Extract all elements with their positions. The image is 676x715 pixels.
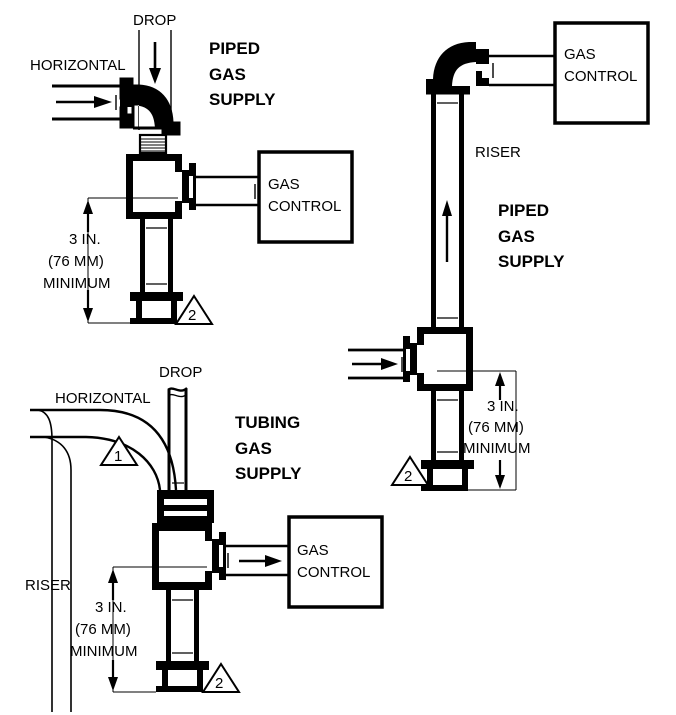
diagram-piped-gas-supply-riser: PIPED GAS SUPPLY GAS CONTROL (348, 21, 650, 491)
tubing-dimension-arrow-up (108, 569, 118, 600)
tubing-callout-triangle-2-number: 2 (215, 675, 223, 692)
tubing-heading-line-2: GAS (235, 439, 272, 458)
riser-vertical-pipe (431, 93, 464, 327)
clearance-dimension: 3 IN. (76 MM) MINIMUM (43, 198, 130, 324)
horizontal-label: HORIZONTAL (30, 57, 126, 74)
tubing-riser-outer-leg (30, 409, 53, 712)
tubing-drop-pipe (167, 387, 188, 490)
tubing-tee-fitting (113, 523, 226, 590)
gas-control-label-line-1: GAS (268, 176, 300, 193)
riser-flow-arrow (442, 200, 452, 262)
riser-dimension-line-2: (76 MM) (468, 419, 524, 436)
drop-flow-arrow (149, 42, 161, 84)
tubing-drip-leg-pipe (166, 590, 199, 661)
tee-fitting (88, 154, 196, 219)
riser-gas-control-label-line-1: GAS (564, 46, 596, 63)
riser-drip-leg-pipe (431, 391, 464, 460)
riser-callout-triangle-2-number: 2 (404, 468, 412, 485)
drop-leg-pipe (140, 219, 173, 293)
drip-leg-cap (130, 292, 183, 324)
riser-clearance-dimension: 3 IN. (76 MM) MINIMUM (463, 371, 531, 491)
riser-label: RISER (475, 144, 521, 161)
dimension-arrow-up (83, 200, 93, 232)
diagram-piped-gas-supply-drop: PIPED GAS SUPPLY DROP HORIZONTAL (30, 12, 354, 325)
tubing-callout-triangle-1: 1 (99, 435, 139, 466)
tubing-dimension-line-1: 3 IN. (95, 599, 127, 616)
riser-drip-leg-cap (421, 460, 474, 491)
gas-control-label-line-2: CONTROL (268, 198, 341, 215)
dimension-arrow-down (83, 290, 93, 322)
heading-line-3: SUPPLY (209, 90, 276, 109)
riser-heading-line-1: PIPED (498, 201, 549, 220)
tubing-callout-triangle-2: 2 (201, 662, 241, 693)
tubing-clearance-dimension: 3 IN. (76 MM) MINIMUM (70, 567, 156, 693)
riser-callout-triangle-2: 2 (390, 455, 430, 486)
riser-dimension-arrow-up (495, 372, 505, 400)
dimension-line-3: MINIMUM (43, 275, 111, 292)
inlet-flow-arrow (56, 96, 112, 108)
tubing-inner-bend (30, 435, 162, 491)
tubing-riser-inner-leg (30, 436, 72, 712)
tubing-drip-leg-cap (156, 661, 209, 692)
riser-dimension-arrow-down (495, 460, 505, 489)
tubing-horizontal-label: HORIZONTAL (55, 390, 151, 407)
dimension-line-1: 3 IN. (69, 231, 101, 248)
riser-heading-line-3: SUPPLY (498, 252, 565, 271)
tubing-callout-triangle-1-number: 1 (114, 448, 122, 465)
riser-inlet-flow-arrow (352, 358, 398, 370)
tubing-dimension-line-3: MINIMUM (70, 643, 138, 660)
riser-gas-control-label-line-2: CONTROL (564, 68, 637, 85)
tubing-heading-line-1: TUBING (235, 413, 300, 432)
riser-gas-control-box: GAS CONTROL (553, 21, 650, 125)
callout-triangle-2-number: 2 (188, 307, 196, 324)
tubing-union-fitting (157, 490, 214, 523)
threaded-nipple (138, 133, 168, 155)
drop-label: DROP (133, 12, 176, 29)
dimension-line-2: (76 MM) (48, 253, 104, 270)
elbow-fitting (119, 77, 181, 136)
callout-triangle-2: 2 (174, 294, 214, 325)
tubing-gas-control-label-line-2: CONTROL (297, 564, 370, 581)
heading-line-1: PIPED (209, 39, 260, 58)
tubing-heading-line-3: SUPPLY (235, 464, 302, 483)
tubing-outer-bend (30, 408, 178, 491)
riser-heading-line-2: GAS (498, 227, 535, 246)
riser-tee-fitting (403, 327, 516, 391)
tubing-branch-flow-arrow (239, 555, 282, 567)
gas-control-box: GAS CONTROL (257, 150, 354, 244)
tubing-dimension-line-2: (76 MM) (75, 621, 131, 638)
riser-dimension-line-3: MINIMUM (463, 440, 531, 457)
tubing-gas-control-box: GAS CONTROL (287, 515, 384, 609)
heading-line-2: GAS (209, 65, 246, 84)
tubing-riser-label: RISER (25, 577, 71, 594)
tubing-drop-label: DROP (159, 364, 202, 381)
riser-dimension-line-1: 3 IN. (487, 398, 519, 415)
tubing-gas-control-label-line-1: GAS (297, 542, 329, 559)
tubing-dimension-arrow-down (108, 660, 118, 691)
diagram-tubing-gas-supply: TUBING GAS SUPPLY DROP HORIZONTAL RISER … (25, 364, 384, 712)
